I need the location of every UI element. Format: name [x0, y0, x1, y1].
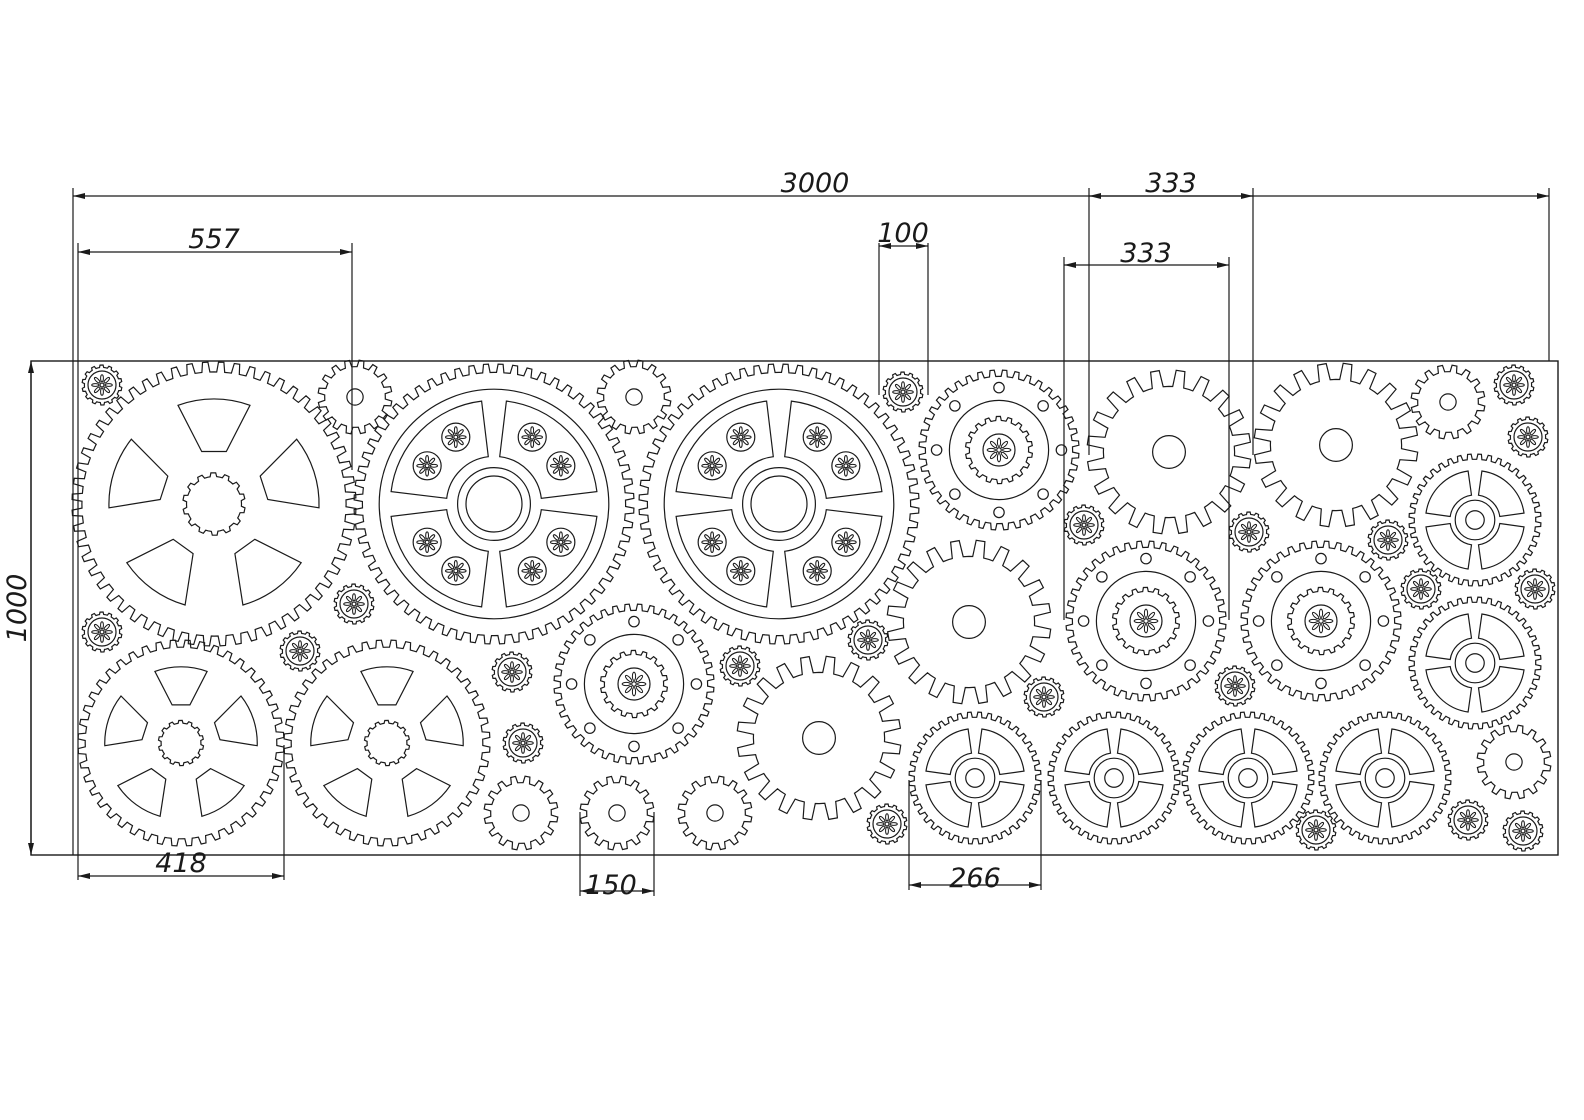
small-gear-5	[677, 775, 753, 851]
dim-label-333-top: 333	[1145, 168, 1197, 199]
dim-label-418: 418	[155, 848, 207, 879]
spur-gear-2	[736, 655, 902, 821]
flower-gear-3	[81, 611, 123, 653]
small-gear-2	[596, 359, 672, 435]
gear-pattern	[71, 359, 1556, 852]
dimension-overall-height: 1000	[2, 361, 34, 855]
hole-gear-mid-2	[1240, 540, 1402, 702]
flower-gear-10	[866, 803, 908, 845]
spoke-gear-bottom-left	[77, 639, 285, 847]
hole-gear-top	[918, 369, 1080, 531]
cross-gear-5	[1408, 453, 1542, 587]
flower-gear-16	[1400, 568, 1442, 610]
spur-gear-4	[1253, 362, 1419, 528]
flower-gear-12	[1023, 676, 1065, 718]
dimension-spur-gear-top: 333	[1088, 168, 1254, 455]
flower-gear-1	[81, 364, 123, 406]
small-gear-4	[579, 775, 655, 851]
hole-gear-mid-1	[1065, 540, 1227, 702]
cross-gear-2	[1047, 711, 1181, 845]
dimension-big-gear-bottom: 418	[78, 745, 285, 880]
flower-gear-15	[1367, 519, 1409, 561]
spur-gear-1	[886, 539, 1052, 705]
cross-gear-6	[1408, 596, 1542, 730]
dim-label-100: 100	[877, 218, 929, 249]
flower-gear-5	[333, 583, 375, 625]
dim-label-3000: 3000	[781, 168, 850, 199]
flower-gear-20	[1447, 799, 1489, 841]
disc-gear-left	[353, 363, 635, 645]
dimension-medium-gear: 266	[908, 780, 1042, 894]
dim-label-333-lower: 333	[1120, 238, 1172, 269]
spoke-gear-bottom-middle	[283, 639, 491, 847]
large-spoke-gear	[71, 361, 357, 647]
flower-gear-18	[1507, 416, 1549, 458]
small-gear-3	[483, 775, 559, 851]
flower-gear-14	[1214, 665, 1256, 707]
flower-gear-19	[1514, 568, 1556, 610]
flower-gear-8	[719, 645, 761, 687]
flower-gear-7	[502, 722, 544, 764]
flower-gear-4	[279, 630, 321, 672]
flower-gear-11	[1063, 504, 1105, 546]
disc-gear-right	[638, 363, 920, 645]
small-gear-6	[1410, 364, 1486, 440]
dim-label-557: 557	[188, 224, 240, 255]
dimension-tiny-gear: 100	[877, 218, 929, 395]
flower-gear-22	[1295, 809, 1337, 851]
flower-gear-17	[1493, 364, 1535, 406]
dim-label-1000: 1000	[2, 574, 33, 643]
spur-gear-3	[1086, 369, 1252, 535]
cross-gear-3	[1181, 711, 1315, 845]
cross-gear-1	[908, 711, 1042, 845]
flower-gear-13	[1228, 511, 1270, 553]
dimension-large-gear: 557	[77, 224, 353, 880]
dimension-spur-gear-lower: 333	[1063, 238, 1230, 620]
flower-gear-21	[1502, 810, 1544, 852]
flower-gear-6	[491, 651, 533, 693]
flower-gear-2	[882, 371, 924, 413]
small-gear-1	[317, 359, 393, 435]
small-gear-7	[1476, 724, 1552, 800]
dim-label-266: 266	[949, 863, 1001, 894]
cross-gear-4	[1318, 711, 1452, 845]
dim-label-150: 150	[585, 870, 637, 901]
panel-outline	[30, 360, 1559, 856]
dimension-overall-width: 3000	[72, 168, 1550, 855]
hole-gear-center	[553, 603, 715, 765]
flower-gear-9	[847, 619, 889, 661]
dimension-small-gear: 150	[579, 812, 655, 901]
